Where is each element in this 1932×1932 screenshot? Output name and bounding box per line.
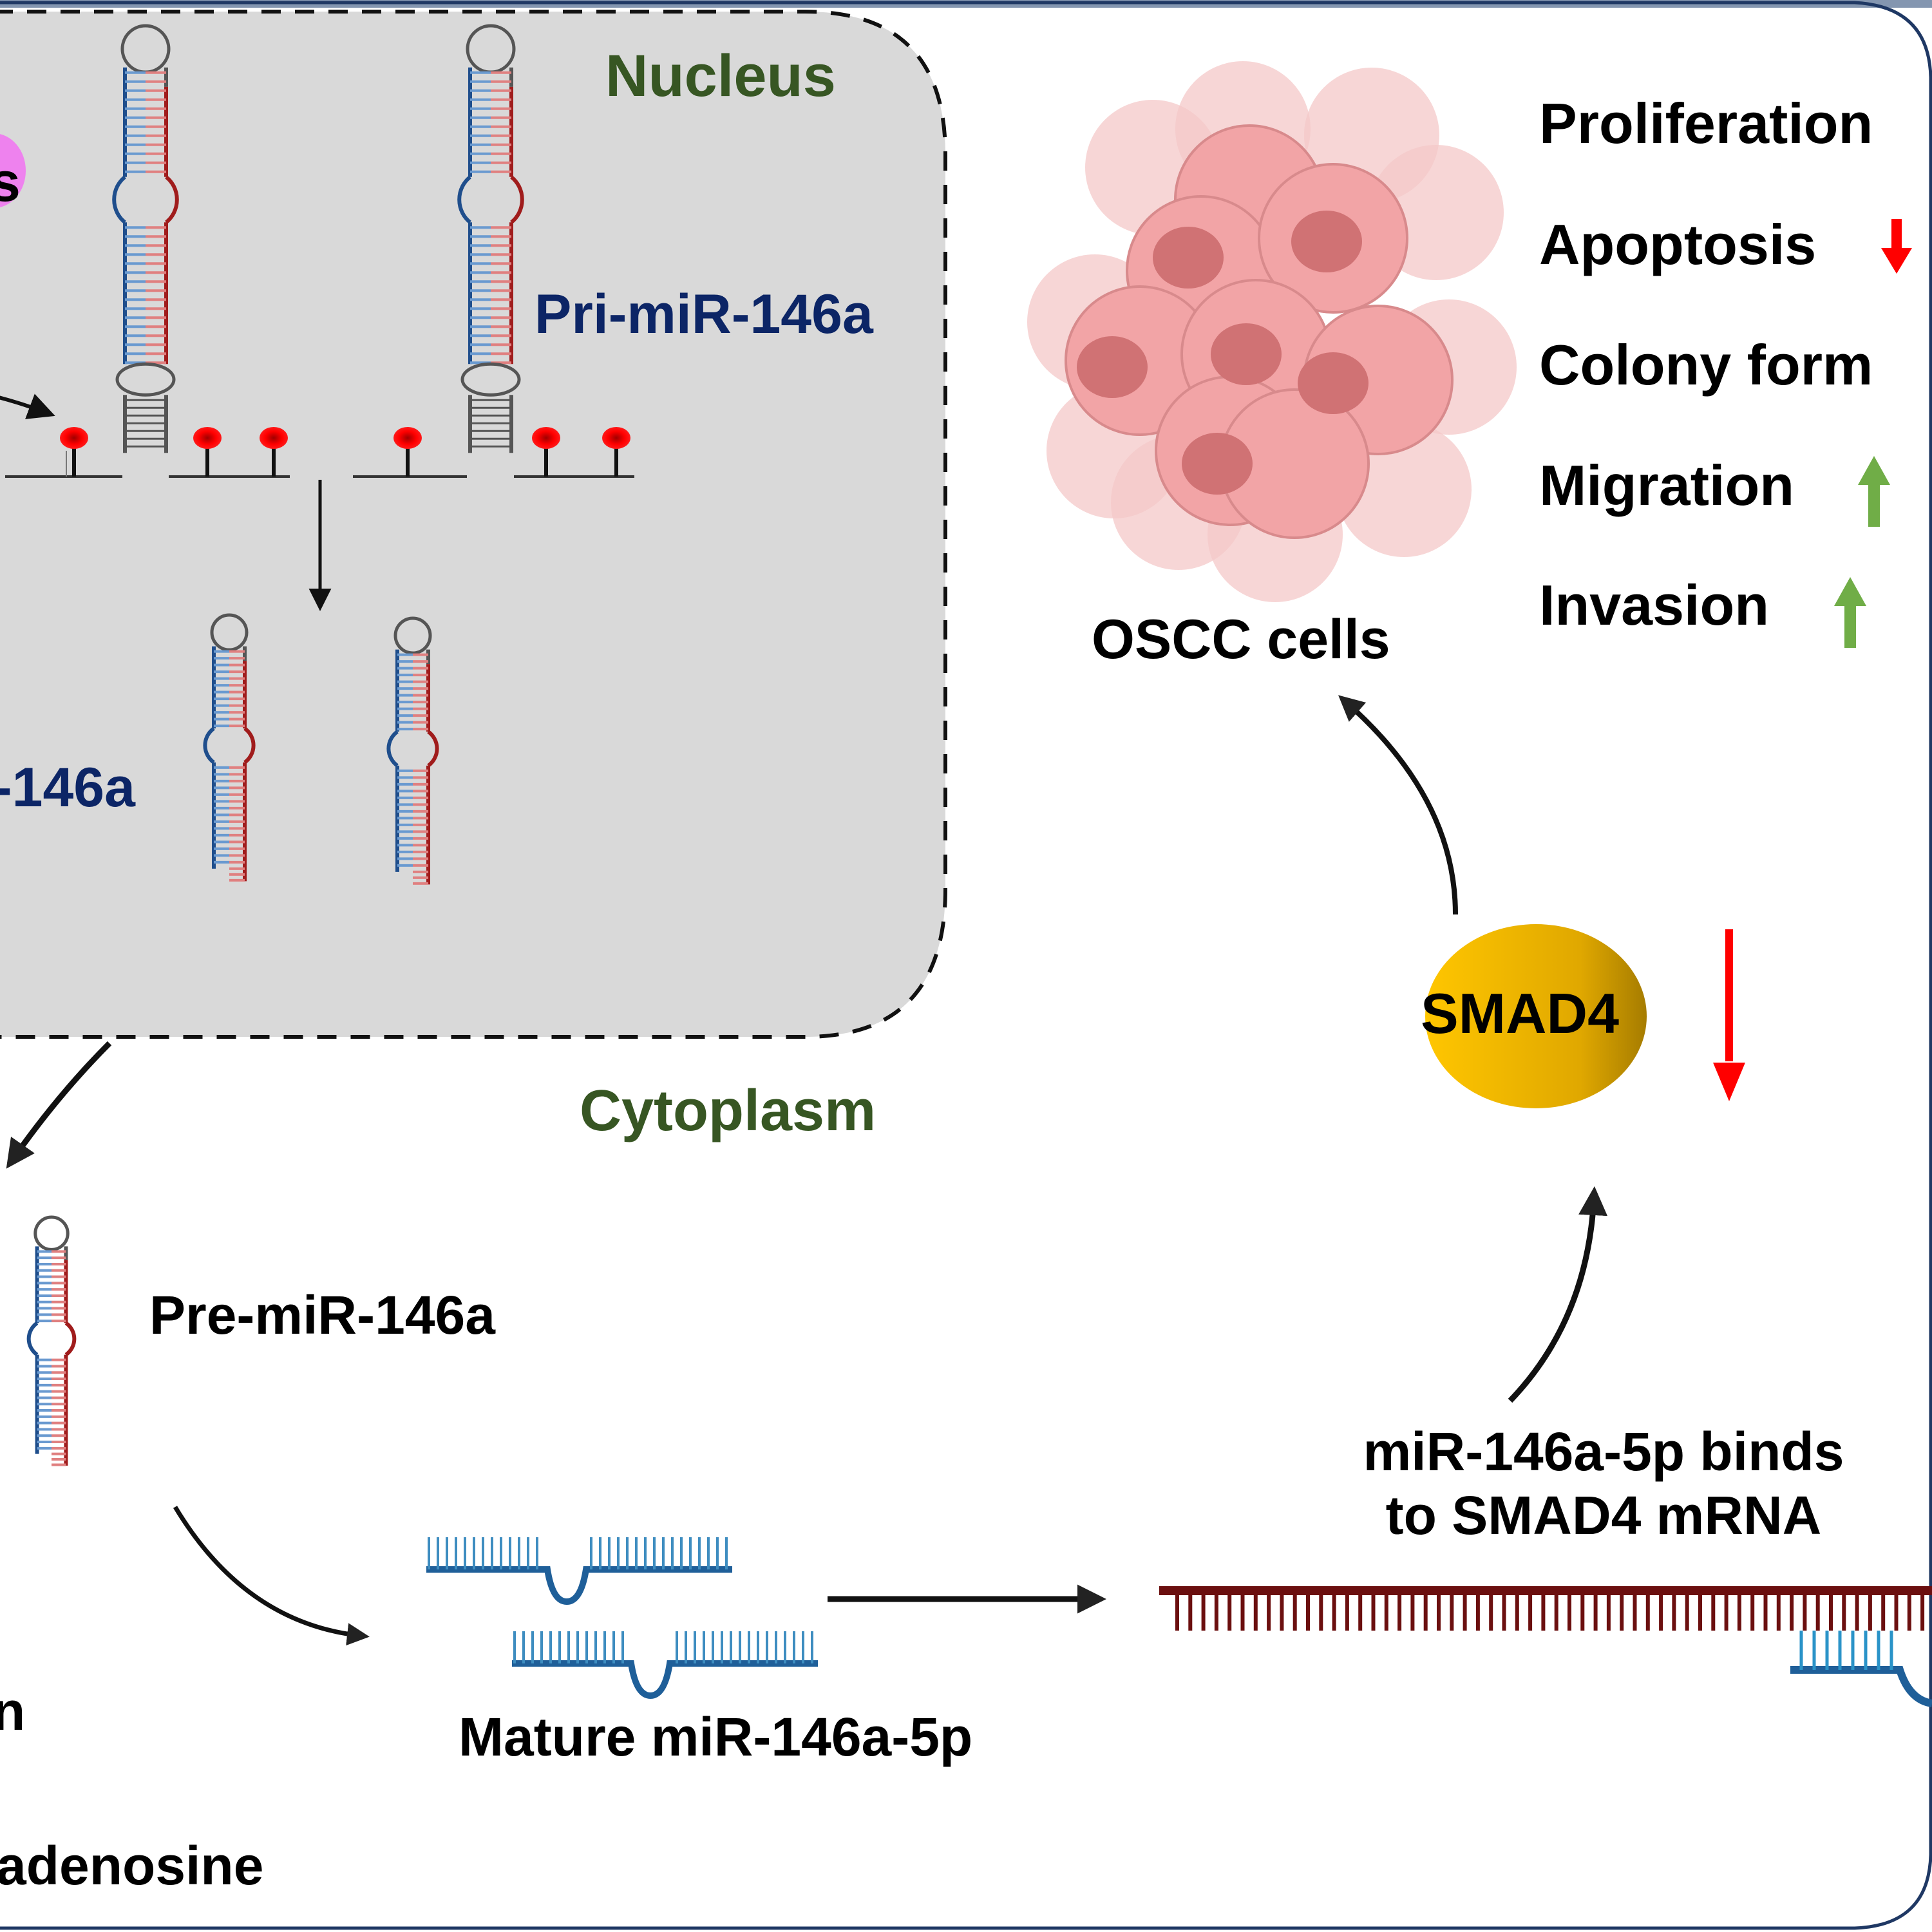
- m6a-mark: [393, 427, 422, 449]
- m6a-mark: [260, 427, 288, 449]
- mature-strand: [426, 1537, 732, 1605]
- cell-nucleus: [1291, 211, 1362, 272]
- up-arrow-icon-head: [1834, 577, 1866, 606]
- nucleus-label: Nucleus: [605, 43, 836, 109]
- partial-label-s: s: [0, 151, 21, 213]
- bulge-right: [243, 726, 256, 764]
- m6a-mark: [532, 427, 560, 449]
- bulge-left: [457, 175, 471, 224]
- effect-migration: Migration: [1539, 453, 1794, 517]
- backbone: [426, 1566, 732, 1605]
- nucleus-compartment: [0, 10, 947, 1039]
- m6a-mark: [602, 427, 630, 449]
- mature-mirna-duplex: [426, 1537, 818, 1700]
- up-arrow-icon: [1868, 484, 1880, 527]
- effect-invasion: Invasion: [1539, 573, 1769, 637]
- smad4-down-arrow: [1713, 929, 1745, 1101]
- bound-mirna-strand: [1790, 1666, 1932, 1707]
- cell-nucleus: [1298, 352, 1368, 414]
- effect-colony-formation: Colony form: [1539, 333, 1873, 397]
- backbone: [512, 1660, 818, 1700]
- hairpin: [203, 613, 256, 882]
- bulge-right: [165, 175, 179, 224]
- export-arrow: [6, 1041, 112, 1169]
- pre-mirna-label: Pre-miR-146a: [149, 1285, 495, 1345]
- cell-nucleus: [1153, 227, 1224, 289]
- methylation-arrow: [0, 393, 55, 419]
- m6a-mark: [193, 427, 222, 449]
- bulge-right: [64, 1321, 77, 1357]
- pre-mirna-hairpin-cytoplasm: [26, 1215, 77, 1466]
- pre-mirna-hairpins-nucleus: [203, 613, 439, 885]
- cell-nucleus: [1077, 336, 1148, 398]
- basal-bulge: [460, 362, 521, 397]
- mature-strand: [512, 1631, 818, 1700]
- binding-label-line2: to SMAD4 mRNA: [1385, 1485, 1822, 1546]
- up-arrow-icon: [1844, 605, 1856, 648]
- cytoplasm-label: Cytoplasm: [580, 1079, 876, 1143]
- mature-mirna-label: Mature miR-146a-5p: [459, 1707, 973, 1767]
- hairpin: [112, 24, 179, 453]
- hairpin-loop: [33, 1215, 70, 1251]
- partial-label-n: n: [0, 1681, 26, 1741]
- smad4-to-cells-arrow: [1338, 695, 1458, 915]
- cell-nucleus: [1182, 433, 1253, 495]
- hairpin-loop: [210, 613, 249, 652]
- hairpin-loop: [393, 616, 432, 655]
- bulge-left: [26, 1321, 39, 1357]
- methyltransferase-complex: [0, 134, 26, 207]
- oscc-cell-cluster: [1027, 61, 1517, 602]
- background-cell: [1336, 422, 1472, 557]
- effect-arrows: [1834, 219, 1912, 648]
- down-arrow-icon: [1891, 219, 1902, 250]
- oscc-cells-label: OSCC cells: [1092, 609, 1390, 670]
- up-arrow-icon-head: [1858, 456, 1890, 485]
- smad4-protein: [1425, 924, 1647, 1108]
- dicer-processing-arrow: [173, 1506, 370, 1646]
- bulge-left: [386, 730, 399, 768]
- pri-mirna-partial-label: -146a: [0, 757, 135, 819]
- hairpin: [386, 616, 439, 885]
- down-arrow-icon-head: [1881, 248, 1912, 274]
- effect-proliferation: Proliferation: [1539, 91, 1873, 155]
- bulge-right: [510, 175, 524, 224]
- smad4-mrna: [1159, 1586, 1932, 1707]
- bulge-right: [427, 730, 439, 768]
- smad4-label: SMAD4: [1421, 981, 1620, 1045]
- pri-mirna-hairpins: [5, 24, 634, 478]
- bulge-left: [112, 175, 126, 224]
- effect-apoptosis: Apoptosis: [1539, 213, 1817, 276]
- repression-arrow: [1508, 1186, 1608, 1403]
- binding-label: miR-146a-5p binds to SMAD4 mRNA: [1301, 1420, 1906, 1548]
- basal-bulge: [115, 362, 176, 397]
- hairpin: [26, 1215, 77, 1466]
- partial-label-adenosine: adenosine: [0, 1835, 264, 1896]
- m6a-marks: [60, 427, 630, 477]
- binding-label-line1: miR-146a-5p binds: [1363, 1421, 1844, 1482]
- cell-nucleus: [1211, 323, 1282, 385]
- bulge-left: [203, 726, 215, 764]
- hairpin: [457, 24, 524, 453]
- pri-mirna-label: Pri-miR-146a: [535, 283, 873, 345]
- m6a-mark: [60, 427, 88, 449]
